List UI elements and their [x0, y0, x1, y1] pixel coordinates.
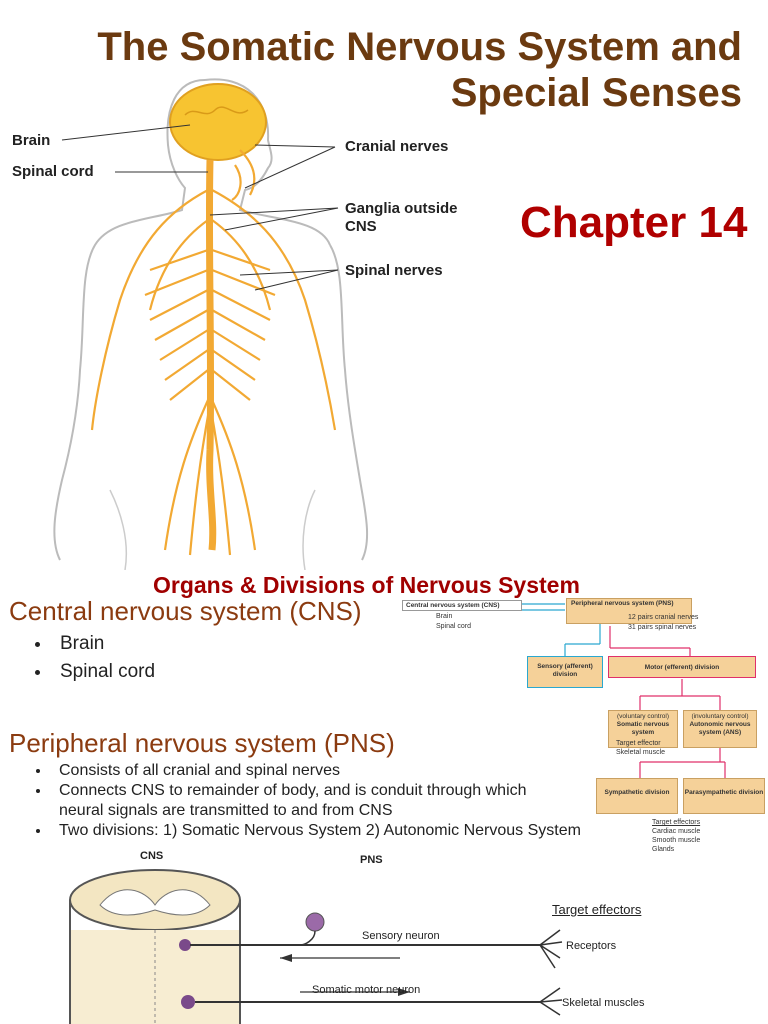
list-item: Two divisions: 1) Somatic Nervous System…	[51, 821, 661, 841]
list-item: Connects CNS to remainder of body, and i…	[51, 781, 559, 821]
flow-autonomic-box: (involuntary control) Autonomic nervous …	[683, 710, 757, 748]
cns-pns-diagram: CNS PNS Target effectors Sensory neuron …	[0, 850, 768, 1024]
section-title: Organs & Divisions of Nervous System	[153, 572, 580, 598]
flow-cns-box: Central nervous system (CNS)	[402, 600, 522, 611]
page-title: The Somatic Nervous System and Special S…	[22, 24, 742, 116]
diagram-pns-label: PNS	[360, 854, 383, 866]
flow-somatic-box: (voluntary control) Somatic nervous syst…	[608, 710, 678, 748]
nervous-system-figure	[53, 78, 369, 570]
flow-pns-cranial: 12 pairs cranial nerves	[628, 614, 699, 621]
pns-list: Consists of all cranial and spinal nerve…	[29, 761, 661, 841]
title-line-2: Special Senses	[450, 71, 742, 115]
diagram-motor-neuron: Somatic motor neuron	[312, 984, 421, 996]
list-item: Brain	[52, 630, 155, 658]
diagram-target-effectors: Target effectors	[552, 902, 642, 917]
label-spinal-nerves: Spinal nerves	[345, 262, 443, 279]
flow-cns-spinal: Spinal cord	[436, 623, 472, 630]
list-item: Spinal cord	[52, 658, 155, 686]
flow-cns-brain: Brain	[436, 613, 453, 620]
flow-motor-box: Motor (efferent) division	[608, 656, 756, 678]
pns-heading: Peripheral nervous system (PNS)	[9, 728, 395, 758]
label-brain: Brain	[12, 132, 51, 149]
title-line-1: The Somatic Nervous System and	[97, 25, 742, 69]
diagram-receptors: Receptors	[566, 940, 617, 952]
label-ganglia: Ganglia outside CNS	[345, 200, 458, 235]
list-item: Consists of all cranial and spinal nerve…	[51, 761, 661, 781]
flow-targets: Target effectors Cardiac muscle Smooth m…	[652, 819, 701, 853]
flow-parasympathetic-box: Parasympathetic division	[683, 778, 765, 814]
diagram-skeletal-muscles: Skeletal muscles	[562, 997, 645, 1009]
label-spinal-cord: Spinal cord	[12, 163, 94, 180]
diagram-cns-label: CNS	[140, 850, 164, 862]
flow-pns-spinal: 31 pairs spinal nerves	[628, 624, 697, 631]
diagram-sensory-neuron: Sensory neuron	[362, 930, 440, 942]
flow-somatic-target: Target effector	[616, 740, 661, 747]
diagram-drawing	[69, 869, 563, 1024]
label-cranial-nerves: Cranial nerves	[345, 138, 449, 155]
flow-sympathetic-box: Sympathetic division	[596, 778, 678, 814]
flow-sensory-box: Sensory (afferent) division	[527, 656, 603, 688]
divisions-flowchart: Central nervous system (CNS) Brain Spina…	[400, 596, 768, 853]
chapter-label: Chapter 14	[520, 198, 748, 247]
flow-pns-box: Peripheral nervous system (PNS)	[566, 598, 692, 624]
flow-somatic-effector: Skeletal muscle	[616, 749, 666, 756]
cns-heading: Central nervous system (CNS)	[9, 596, 362, 626]
flowchart-connectors	[520, 603, 726, 778]
cns-list: Brain Spinal cord	[30, 630, 155, 686]
